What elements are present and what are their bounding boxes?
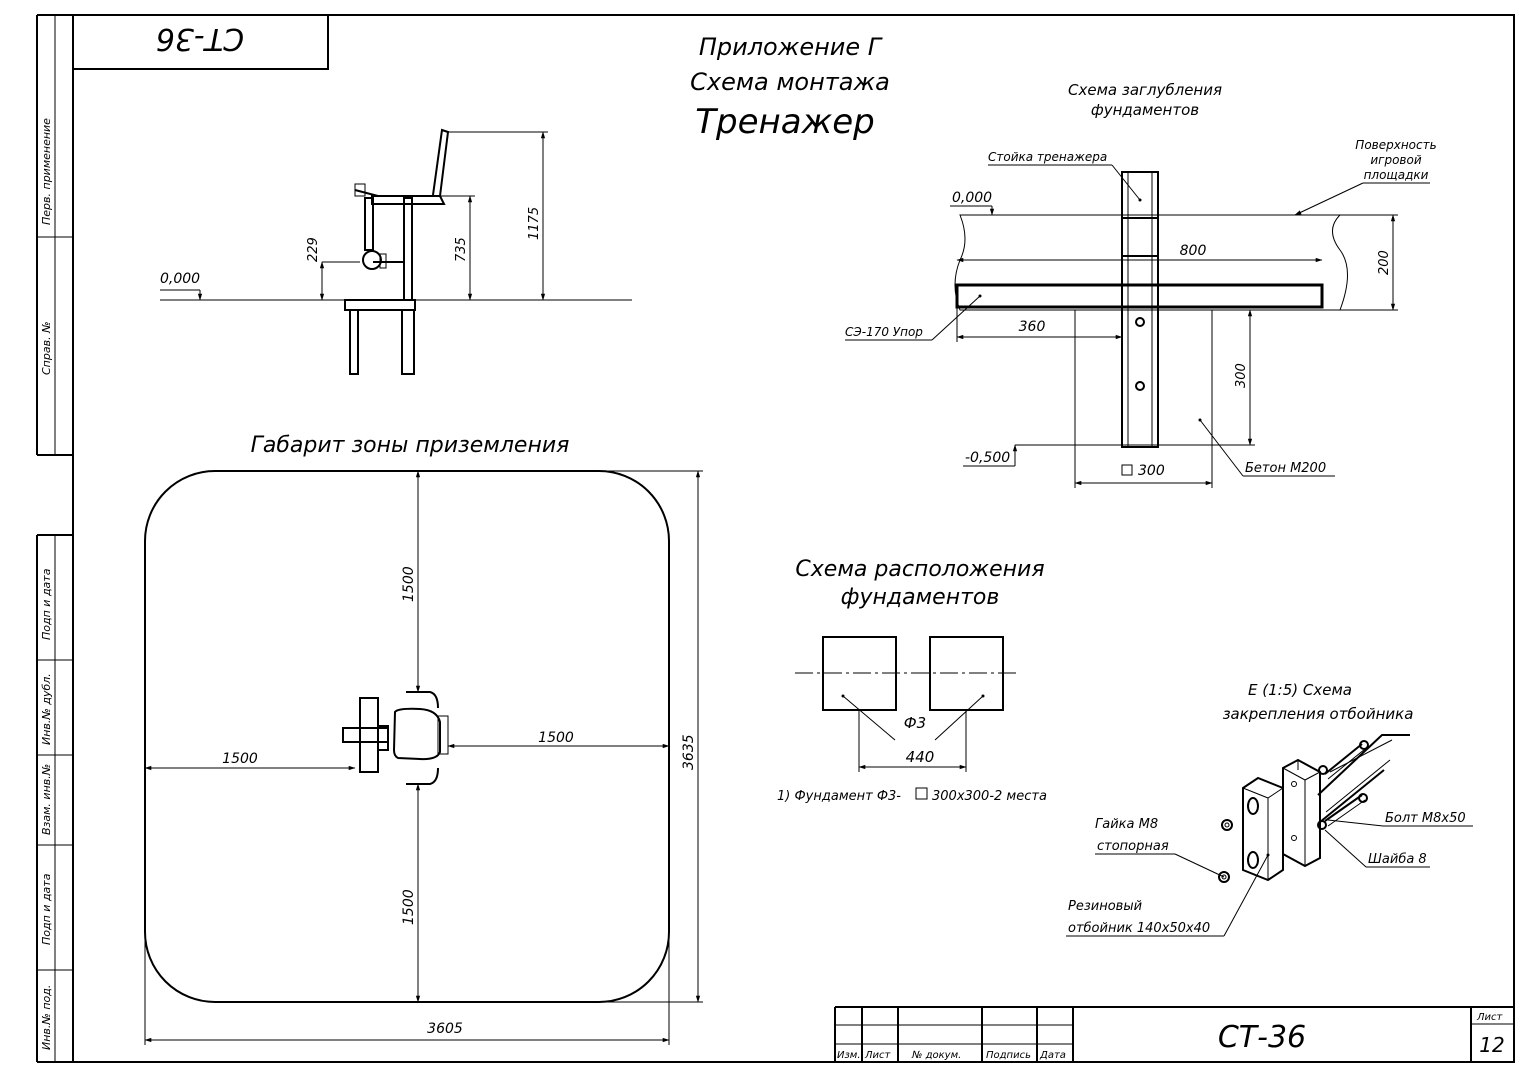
dim-229: 229 bbox=[306, 237, 321, 262]
side-label-podp1: Подп и дата bbox=[40, 568, 53, 640]
header: Приложение Г Схема монтажа Тренажер bbox=[690, 33, 890, 142]
dim-width: 3605 bbox=[427, 1021, 463, 1037]
foundation-mark: Ф3 bbox=[904, 714, 926, 732]
dim-right: 1500 bbox=[538, 730, 574, 746]
minus-level: -0,500 bbox=[965, 450, 1010, 466]
tb-list: Лист bbox=[864, 1050, 892, 1061]
dim-bottom: 1500 bbox=[401, 889, 417, 925]
bolt-label: Болт М8х50 bbox=[1385, 811, 1466, 826]
depth-scheme: Схема заглубления фундаментов Стойка тре… bbox=[845, 81, 1437, 488]
header-line2: Схема монтажа bbox=[690, 68, 890, 96]
machine-top-view bbox=[342, 691, 449, 785]
layout-title-2: фундаментов bbox=[841, 585, 1000, 610]
tb-izm: Изм. bbox=[837, 1050, 861, 1061]
header-line1: Приложение Г bbox=[699, 33, 883, 61]
concrete-label: Бетон М200 bbox=[1245, 461, 1326, 476]
layout-title-1: Схема расположения bbox=[795, 557, 1044, 582]
dim-735: 735 bbox=[454, 237, 469, 262]
dim-800: 800 bbox=[1180, 243, 1207, 259]
dim-200: 200 bbox=[1377, 250, 1392, 275]
square-300: 300 bbox=[1138, 463, 1165, 479]
tb-code: СТ-36 bbox=[1218, 1020, 1306, 1055]
tb-sign: Подпись bbox=[986, 1050, 1031, 1061]
nut-1: Гайка М8 bbox=[1095, 817, 1158, 832]
side-label-perv: Перв. применение bbox=[40, 118, 53, 225]
machine-elevation: 0,000 229 735 1175 bbox=[160, 128, 632, 375]
note-suffix: 300х300-2 места bbox=[932, 789, 1047, 804]
dim-440: 440 bbox=[906, 748, 935, 766]
surface-1: Поверхность bbox=[1355, 138, 1436, 152]
dim-height: 3635 bbox=[681, 734, 697, 770]
side-label-vzam: Взам. инв.№ bbox=[40, 764, 53, 835]
elev-zero: 0,000 bbox=[160, 271, 200, 287]
washer-label: Шайба 8 bbox=[1368, 852, 1427, 867]
side-label-inv-pod: Инв.№ под. bbox=[40, 985, 53, 1050]
dim-left: 1500 bbox=[222, 751, 258, 767]
sheet-frame bbox=[36, 14, 1515, 1063]
side-labels: Перв. применение Справ. № Подп и дата Ин… bbox=[40, 118, 53, 1050]
top-code-box: СТ-36 bbox=[72, 14, 329, 70]
tb-sheet-number: 12 bbox=[1479, 1033, 1504, 1057]
dim-300-v: 300 bbox=[1234, 363, 1249, 388]
dim-360: 360 bbox=[1019, 319, 1046, 335]
depth-zero: 0,000 bbox=[952, 190, 992, 206]
top-code: СТ-36 bbox=[156, 21, 244, 56]
dim-top: 1500 bbox=[401, 566, 417, 602]
note-prefix: 1) Фундамент Ф3- bbox=[777, 789, 901, 804]
foundation-layout: Схема расположения фундаментов Ф3 440 1)… bbox=[777, 557, 1047, 804]
side-label-sprav: Справ. № bbox=[40, 321, 53, 375]
bumper-title-2: закрепления отбойника bbox=[1223, 705, 1414, 723]
depth-title-2: фундаментов bbox=[1091, 101, 1199, 119]
support-label: СЭ-170 Упор bbox=[845, 325, 923, 339]
bumper-detail: Е (1:5) Схема закрепления отбойника bbox=[1066, 681, 1473, 937]
depth-title-1: Схема заглубления bbox=[1068, 81, 1222, 99]
landing-title: Габарит зоны приземления bbox=[251, 433, 570, 458]
tb-doc: № докум. bbox=[911, 1050, 961, 1061]
header-line3: Тренажер bbox=[695, 102, 874, 142]
tb-sheet-label: Лист bbox=[1476, 1012, 1504, 1023]
rubber-2: отбойник 140х50х40 bbox=[1068, 921, 1210, 936]
side-label-inv-dubl: Инв.№ дубл. bbox=[40, 673, 53, 745]
post-label: Стойка тренажера bbox=[988, 150, 1107, 164]
rubber-1: Резиновый bbox=[1068, 899, 1142, 914]
surface-2: игровой bbox=[1370, 153, 1421, 167]
nut-2: стопорная bbox=[1097, 839, 1169, 854]
tb-date: Дата bbox=[1039, 1050, 1066, 1061]
landing-zone: Габарит зоны приземления 1500 1500 1500 … bbox=[144, 433, 703, 1045]
bumper-title-1: Е (1:5) Схема bbox=[1248, 681, 1352, 699]
title-block: Изм. Лист № докум. Подпись Дата СТ-36 Ли… bbox=[834, 1006, 1514, 1062]
surface-3: площадки bbox=[1364, 168, 1429, 182]
side-label-podp2: Подп и дата bbox=[40, 873, 53, 945]
dim-1175: 1175 bbox=[527, 207, 542, 240]
